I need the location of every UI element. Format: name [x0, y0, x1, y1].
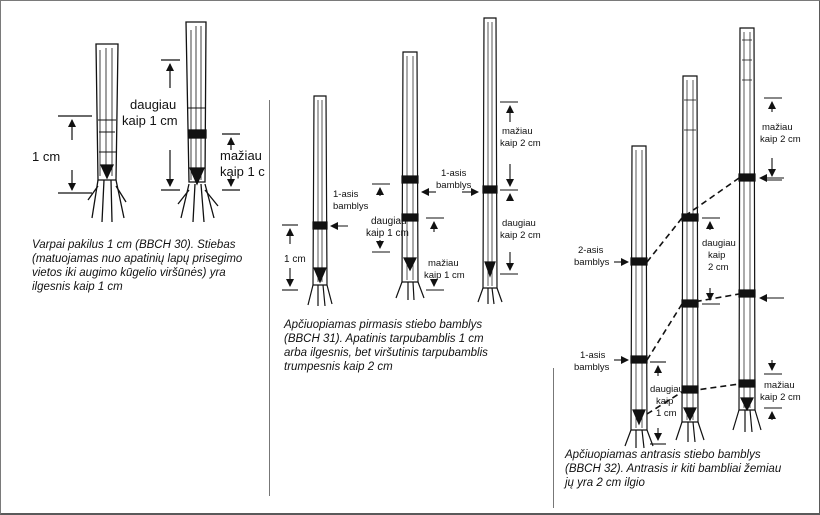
panel2-node1-mid-label-2: bamblys [436, 180, 472, 191]
panel3-node1-label-1: 1-asis [580, 350, 606, 361]
panel-divider-2 [553, 368, 554, 508]
panel1-caption-line-1: Varpai pakilus 1 cm (BBCH 30). Stiebas [32, 239, 236, 251]
panel3-less2-label-2: kaip 2 cm [760, 134, 801, 145]
panel2-node1-label-1: 1-asis [333, 189, 359, 200]
panel3-caption-line-2: (BBCH 32). Antrasis ir kiti bambliai žem… [565, 463, 782, 475]
panel2-less1-label-1: mažiau [428, 258, 459, 269]
panel3-caption-line-1: Apčiuopiamas antrasis stiebo bamblys [565, 449, 761, 461]
panel2-node1-label-2: bamblys [333, 201, 369, 212]
panel2-caption-line-2: (BBCH 31). Apatinis tarpubamblis 1 cm [284, 333, 484, 345]
panel3-dashed-guides [646, 177, 740, 415]
panel2-caption: Apčiuopiamas pirmasis stiebo bamblys (BB… [284, 318, 552, 374]
panel3-more2-label-1: daugiau [702, 238, 736, 249]
panel3-stem-3 [732, 27, 762, 433]
panel1-stem-right [177, 21, 219, 223]
panel3-stem-2 [675, 75, 705, 443]
panel2-more2-label-1: daugiau [502, 218, 536, 229]
panel3-labels: 2-asis bamblys 1-asis bamblys mažiau kai… [574, 122, 801, 419]
panel3-more1-label-3: 1 cm [656, 408, 677, 419]
panel3-more1-label-2: kaip [656, 396, 673, 407]
panel3-less2b-label-2: kaip 2 cm [760, 392, 801, 403]
panel2-stem-3 [477, 17, 503, 305]
panel2-stem-1 [307, 95, 333, 307]
panel1-more-label-1: daugiau [130, 97, 176, 112]
panel2-less1-label-2: kaip 1 cm [424, 270, 465, 281]
panel2-caption-line-4: trumpesnis kaip 2 cm [284, 361, 393, 373]
panel2-stem-2 [395, 51, 425, 301]
panel-divider-1 [269, 100, 270, 496]
panel1-one-cm-label: 1 cm [32, 149, 60, 164]
panel1-caption-line-4: ilgesnis kaip 1 cm [32, 281, 123, 293]
panel2-caption-line-3: arba ilgesnis, bet viršutinis tarpubambl… [284, 347, 488, 359]
panel3-more1-label-1: daugiau [650, 384, 684, 395]
panel3-stem-1 [624, 145, 654, 449]
panel3-node2-label-2: bamblys [574, 257, 610, 268]
panel3-arrows [614, 97, 784, 445]
panel2-less2-label-2: kaip 2 cm [500, 138, 541, 149]
panel1-arrows [58, 59, 240, 194]
panel1-caption-line-3: vietos iki augimo kūgelio viršūnės) yra [32, 267, 226, 279]
panel3-less2b-label-1: mažiau [764, 380, 795, 391]
panel3-caption: Apčiuopiamas antrasis stiebo bamblys (BB… [565, 448, 815, 490]
panel1-less-label-2: kaip 1 c [220, 164, 265, 179]
panel1-labels: 1 cm daugiau kaip 1 cm mažiau kaip 1 c [32, 97, 265, 179]
panel2-less2-label-1: mažiau [502, 126, 533, 137]
panel2-node1-mid-label-1: 1-asis [441, 168, 467, 179]
panel1-less-label-1: mažiau [220, 148, 262, 163]
panel3-caption-line-3: jų yra 2 cm ilgio [565, 477, 645, 489]
panel2-more-label-2: kaip 1 cm [366, 228, 409, 239]
panel2-more2-label-2: kaip 2 cm [500, 230, 541, 241]
panel1-stem-left [87, 43, 127, 223]
panel2-labels: 1-asis bamblys 1 cm daugiau kaip 1 cm ma… [284, 126, 541, 281]
panel1-caption-line-2: (matuojamas nuo apatinių lapų prisegimo [32, 253, 243, 265]
panel3-less2-label-1: mažiau [762, 122, 793, 133]
panel2-one-cm-label: 1 cm [284, 254, 306, 265]
panel3-node1-label-2: bamblys [574, 362, 610, 373]
panel3-more2-label-2: kaip [708, 250, 725, 261]
panel3-node2-label-1: 2-asis [578, 245, 604, 256]
panel2-more-label-1: daugiau [371, 216, 407, 227]
panel1-more-label-2: kaip 1 cm [122, 113, 178, 128]
panel1-caption: Varpai pakilus 1 cm (BBCH 30). Stiebas (… [32, 238, 262, 294]
panel3-more2-label-3: 2 cm [708, 262, 729, 273]
panel2-caption-line-1: Apčiuopiamas pirmasis stiebo bamblys [284, 319, 483, 331]
panel2-arrows [282, 101, 518, 291]
